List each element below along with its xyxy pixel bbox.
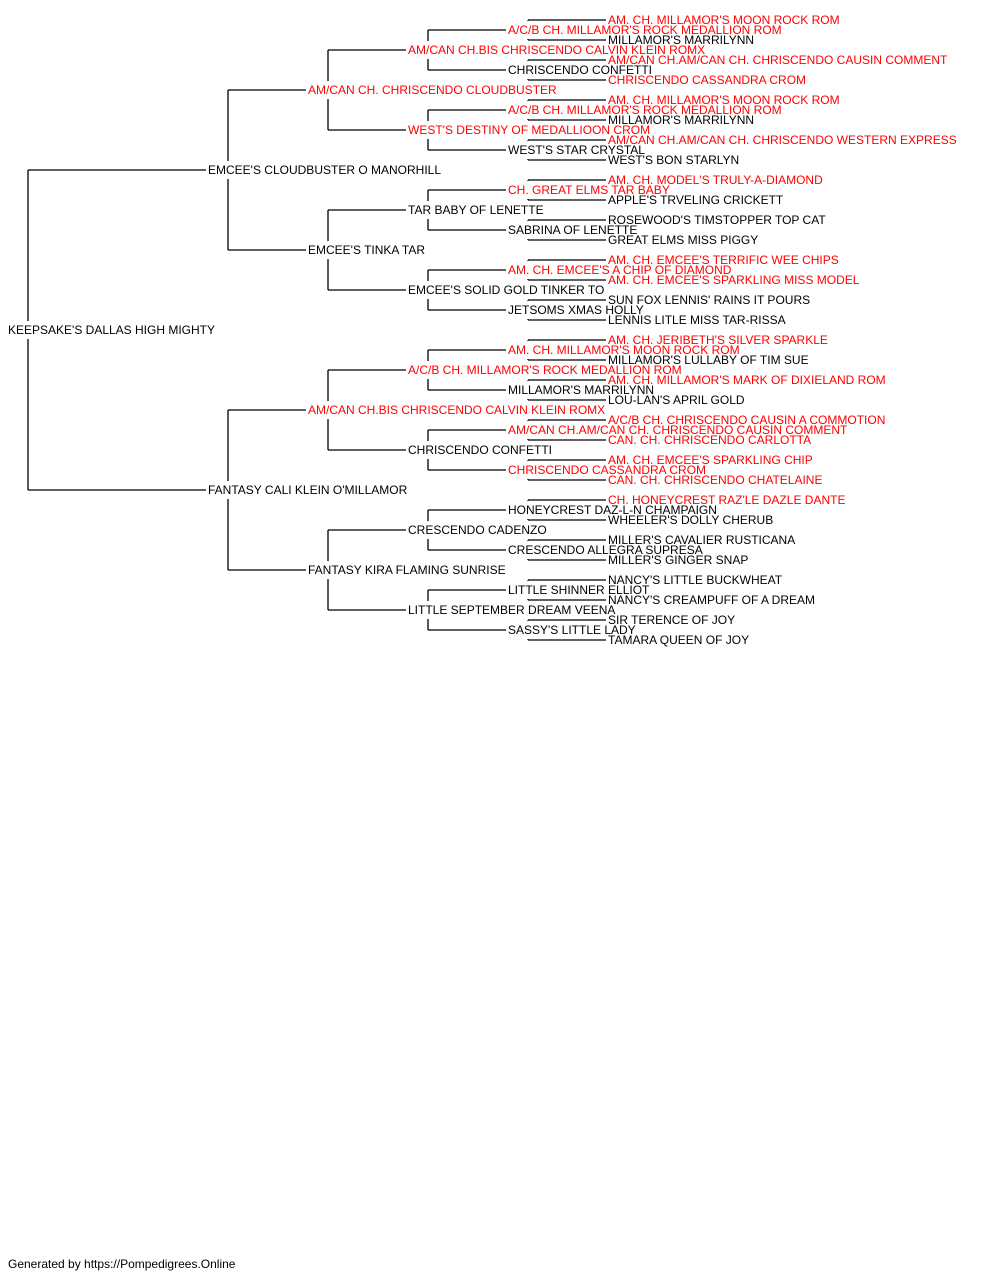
- pedigree-name-dam-gen5: CHRISCENDO CASSANDRA CROM: [608, 73, 806, 87]
- pedigree-name-sire-gen4: AM. CH. EMCEE'S A CHIP OF DIAMOND: [508, 263, 732, 277]
- pedigree-name-sire-gen5: CH. HONEYCREST RAZ'LE DAZLE DANTE: [608, 493, 845, 507]
- footer-credit: Generated by https://Pompedigrees.Online: [8, 1257, 236, 1271]
- pedigree-name-sire-gen5: AM. CH. JERIBETH'S SILVER SPARKLE: [608, 333, 828, 347]
- pedigree-name-dam-gen1: FANTASY CALI KLEIN O'MILLAMOR: [208, 483, 408, 497]
- pedigree-name-dam-gen5: WHEELER'S DOLLY CHERUB: [608, 513, 773, 527]
- pedigree-name-sire-gen3: AM/CAN CH.BIS CHRISCENDO CALVIN KLEIN RO…: [408, 43, 705, 57]
- pedigree-name-dam-gen3: WEST'S DESTINY OF MEDALLIOON CROM: [408, 123, 650, 137]
- pedigree-name-dam-gen5: LENNIS LITLE MISS TAR-RISSA: [608, 313, 786, 327]
- pedigree-name-dam-gen5: MILLAMOR'S MARRILYNN: [608, 33, 754, 47]
- pedigree-name-dam-gen5: AM. CH. EMCEE'S SPARKLING MISS MODEL: [608, 273, 860, 287]
- pedigree-name-sire-gen4: AM/CAN CH.AM/CAN CH. CHRISCENDO CAUSIN C…: [508, 423, 848, 437]
- pedigree-name-dam-gen5: CAN. CH. CHRISCENDO CHATELAINE: [608, 473, 822, 487]
- pedigree-name-sire-gen5: NANCY'S LITTLE BUCKWHEAT: [608, 573, 783, 587]
- pedigree-name-dam-gen5: APPLE'S TRVELING CRICKETT: [608, 193, 784, 207]
- pedigree-name-dam-gen4: SASSY'S LITTLE LADY: [508, 623, 636, 637]
- pedigree-name-dam-gen4: WEST'S STAR CRYSTAL: [508, 143, 645, 157]
- pedigree-name-dam-gen5: GREAT ELMS MISS PIGGY: [608, 233, 758, 247]
- pedigree-name-dam-gen3: CHRISCENDO CONFETTI: [408, 443, 552, 457]
- pedigree-name-dam-gen4: SABRINA OF LENETTE: [508, 223, 637, 237]
- pedigree-name-sire-gen5: MILLER'S CAVALIER RUSTICANA: [608, 533, 795, 547]
- pedigree-name-sire-gen5: ROSEWOOD'S TIMSTOPPER TOP CAT: [608, 213, 826, 227]
- pedigree-name-dam-gen3: LITTLE SEPTEMBER DREAM VEENA: [408, 603, 615, 617]
- pedigree-name-sire-gen5: AM/CAN CH.AM/CAN CH. CHRISCENDO WESTERN …: [608, 133, 957, 147]
- pedigree-name-sire-gen5: AM. CH. MILLAMOR'S MARK OF DIXIELAND ROM: [608, 373, 886, 387]
- pedigree-name-sire-gen5: AM. CH. EMCEE'S SPARKLING CHIP: [608, 453, 813, 467]
- pedigree-name-dam-gen5: MILLAMOR'S MARRILYNN: [608, 113, 754, 127]
- pedigree-name-sire-gen5: AM. CH. MODEL'S TRULY-A-DIAMOND: [608, 173, 823, 187]
- pedigree-name-dam-gen4: CHRISCENDO CASSANDRA CROM: [508, 463, 706, 477]
- pedigree-name-sire-gen3: TAR BABY OF LENETTE: [408, 203, 544, 217]
- pedigree-name-sire-gen5: AM. CH. MILLAMOR'S MOON ROCK ROM: [608, 13, 840, 27]
- pedigree-name-sire-gen5: SIR TERENCE OF JOY: [608, 613, 735, 627]
- pedigree-name-sire-gen5: A/C/B CH. CHRISCENDO CAUSIN A COMMOTION: [608, 413, 885, 427]
- pedigree-name-dam-gen4: CHRISCENDO CONFETTI: [508, 63, 652, 77]
- pedigree-name-sire-gen5: AM. CH. MILLAMOR'S MOON ROCK ROM: [608, 93, 840, 107]
- pedigree-name-sire-gen4: CH. GREAT ELMS TAR BABY: [508, 183, 670, 197]
- pedigree-name-dam-gen5: CAN. CH. CHRISCENDO CARLOTTA: [608, 433, 811, 447]
- pedigree-name-sire-gen4: A/C/B CH. MILLAMOR'S ROCK MEDALLION ROM: [508, 103, 782, 117]
- pedigree-name-dam-gen5: MILLAMOR'S LULLABY OF TIM SUE: [608, 353, 809, 367]
- pedigree-name-dam-gen2: EMCEE'S TINKA TAR: [308, 243, 425, 257]
- pedigree-name-root: KEEPSAKE'S DALLAS HIGH MIGHTY: [8, 323, 215, 337]
- pedigree-name-dam-gen4: JETSOMS XMAS HOLLY: [508, 303, 644, 317]
- pedigree-name-dam-gen4: MILLAMOR'S MARRILYNN: [508, 383, 654, 397]
- pedigree-name-sire-gen5: AM. CH. EMCEE'S TERRIFIC WEE CHIPS: [608, 253, 839, 267]
- pedigree-name-sire-gen5: SUN FOX LENNIS' RAINS IT POURS: [608, 293, 810, 307]
- pedigree-name-sire-gen1: EMCEE'S CLOUDBUSTER O MANORHILL: [208, 163, 441, 177]
- pedigree-name-dam-gen5: WEST'S BON STARLYN: [608, 153, 739, 167]
- pedigree-name-sire-gen3: CRESCENDO CADENZO: [408, 523, 547, 537]
- pedigree-name-dam-gen5: TAMARA QUEEN OF JOY: [608, 633, 749, 647]
- pedigree-name-dam-gen2: FANTASY KIRA FLAMING SUNRISE: [308, 563, 506, 577]
- pedigree-name-sire-gen2: AM/CAN CH.BIS CHRISCENDO CALVIN KLEIN RO…: [308, 403, 605, 417]
- pedigree-name-sire-gen2: AM/CAN CH. CHRISCENDO CLOUDBUSTER: [308, 83, 557, 97]
- pedigree-name-sire-gen4: AM. CH. MILLAMOR'S MOON ROCK ROM: [508, 343, 740, 357]
- pedigree-name-dam-gen5: NANCY'S CREAMPUFF OF A DREAM: [608, 593, 815, 607]
- pedigree-name-sire-gen5: AM/CAN CH.AM/CAN CH. CHRISCENDO CAUSIN C…: [608, 53, 948, 67]
- pedigree-name-sire-gen4: HONEYCREST DAZ-L-N CHAMPAIGN: [508, 503, 717, 517]
- pedigree-name-sire-gen3: A/C/B CH. MILLAMOR'S ROCK MEDALLION ROM: [408, 363, 682, 377]
- pedigree-name-dam-gen5: LOU-LAN'S APRIL GOLD: [608, 393, 745, 407]
- pedigree-name-sire-gen4: LITTLE SHINNER ELLIOT: [508, 583, 650, 597]
- pedigree-name-dam-gen5: MILLER'S GINGER SNAP: [608, 553, 748, 567]
- pedigree-name-dam-gen4: CRESCENDO ALLEGRA SUPRESA: [508, 543, 703, 557]
- pedigree-name-dam-gen3: EMCEE'S SOLID GOLD TINKER TO: [408, 283, 604, 297]
- pedigree-name-sire-gen4: A/C/B CH. MILLAMOR'S ROCK MEDALLION ROM: [508, 23, 782, 37]
